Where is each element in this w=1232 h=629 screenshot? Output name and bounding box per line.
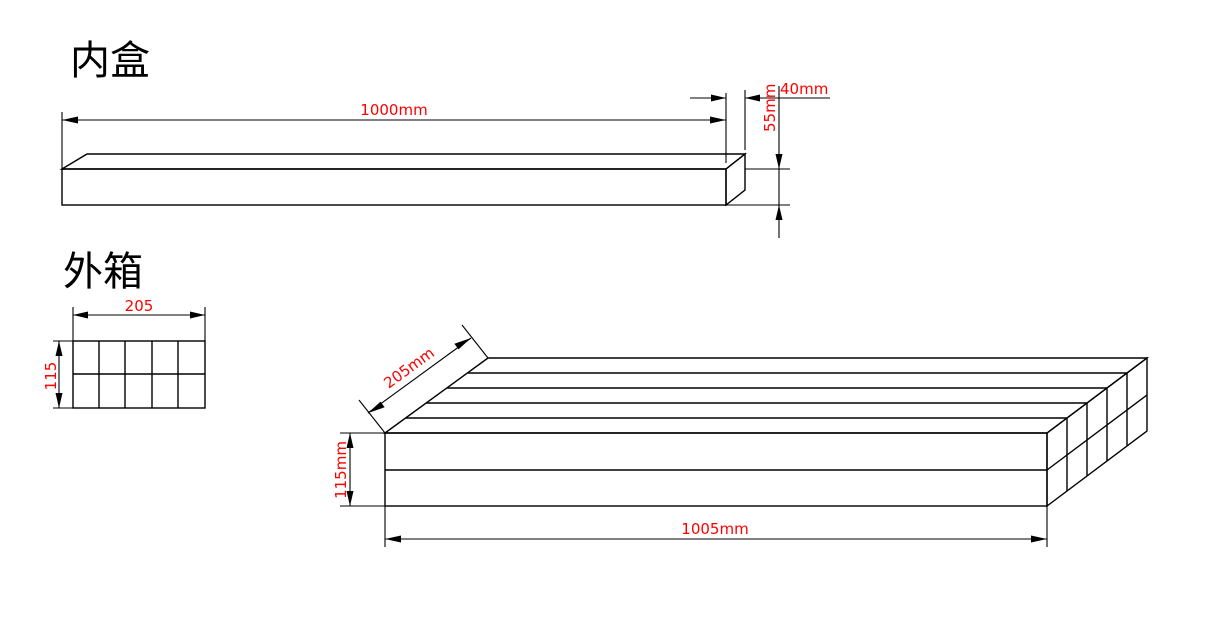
outer-end-height-dimension: 115	[42, 340, 73, 409]
outer-box-3d	[382, 356, 1150, 508]
inner-box-top-face	[59, 153, 748, 170]
inner-box-drawing	[59, 152, 748, 207]
inner-box-front-face	[61, 168, 727, 206]
outer-box-side-face	[1046, 356, 1148, 508]
outer-height-dimension: 115mm	[332, 432, 385, 507]
inner-height-label: 55mm	[761, 84, 779, 132]
outer-end-view	[72, 340, 206, 409]
inner-box-title: 内盒	[70, 38, 150, 84]
outer-length-dimension: 1005mm	[384, 506, 1048, 547]
outer-depth-dimension: 205mm	[358, 324, 489, 434]
outer-box-top-face	[382, 357, 1150, 434]
inner-length-dimension: 1000mm	[61, 93, 727, 169]
outer-end-width-dimension: 205	[72, 297, 206, 341]
inner-length-label: 1000mm	[360, 101, 427, 119]
inner-width-dimension: 40mm	[690, 80, 830, 150]
inner-box-side-face	[725, 152, 746, 207]
outer-height-label: 115mm	[332, 441, 350, 499]
outer-box-title: 外箱	[63, 249, 143, 295]
inner-width-label: 40mm	[780, 80, 828, 98]
inner-height-dimension: 55mm	[726, 84, 790, 238]
outer-length-label: 1005mm	[681, 520, 748, 538]
outer-end-width-label: 205	[125, 297, 154, 315]
outer-end-height-label: 115	[42, 362, 60, 391]
